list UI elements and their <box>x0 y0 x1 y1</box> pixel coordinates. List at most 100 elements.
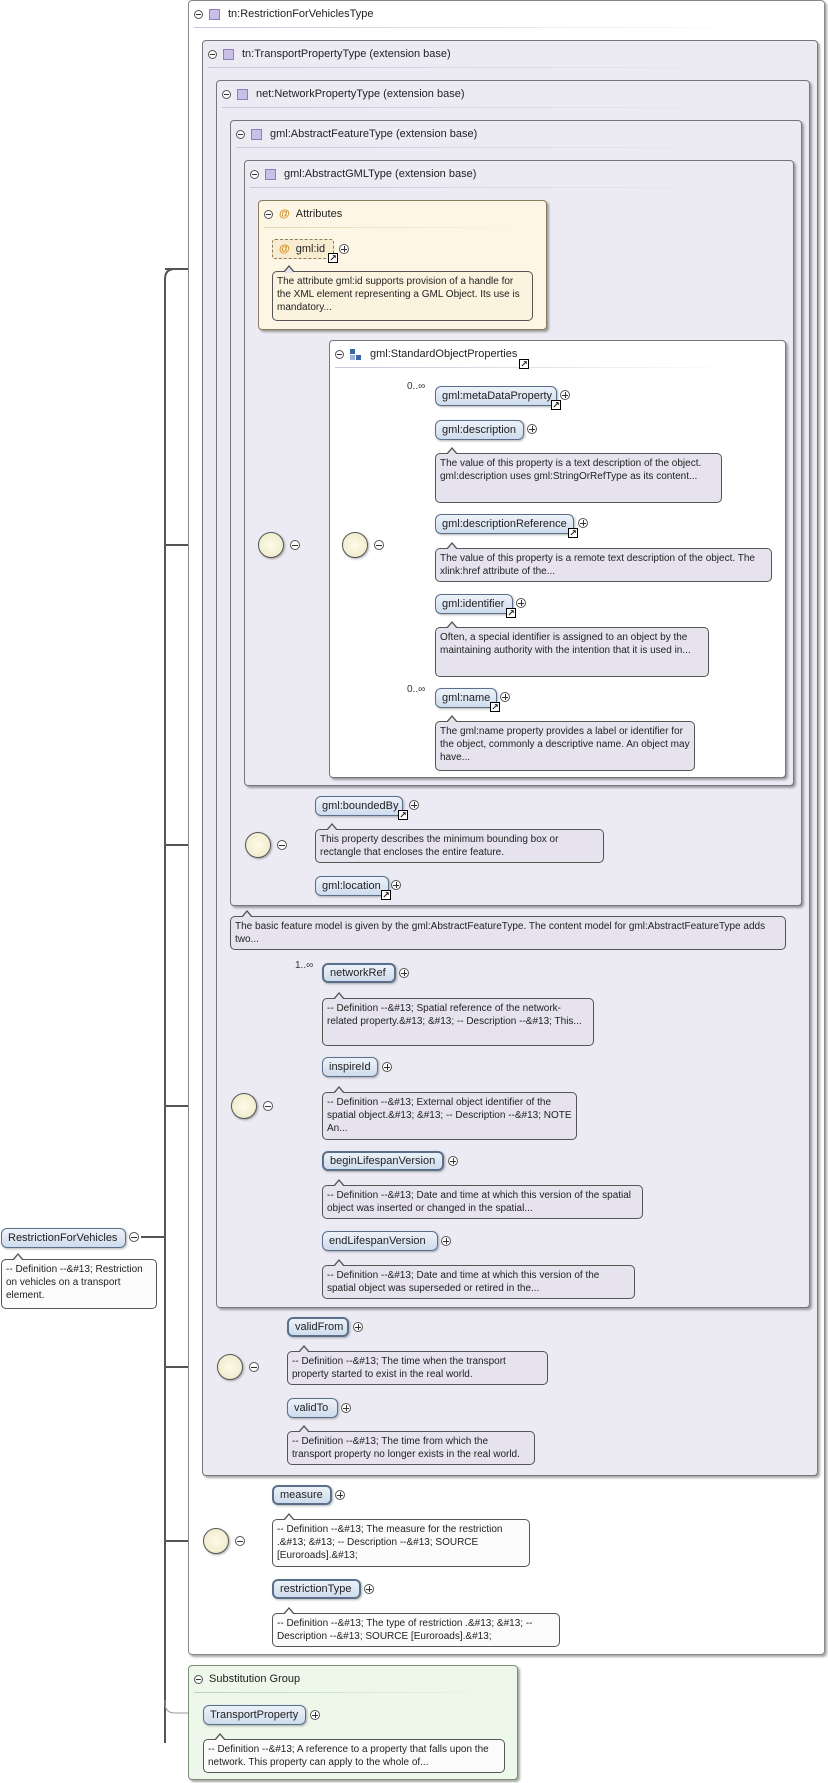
standard-object-properties-title: gml:StandardObjectProperties <box>335 346 517 362</box>
complex-type-icon <box>265 168 276 180</box>
reference-arrow-icon[interactable]: ↗ <box>490 702 500 712</box>
expand-icon[interactable] <box>399 968 409 978</box>
element-gml-description-doc: The value of this property is a text des… <box>435 447 722 503</box>
occurrence-label: 0..∞ <box>407 381 426 392</box>
collapse-icon[interactable] <box>264 209 273 219</box>
substitution-group-title: Substitution Group <box>194 1671 300 1687</box>
sequence-compositor-icon[interactable] <box>203 1528 229 1554</box>
attribute-gml-id-doc: The attribute gml:id supports provision … <box>272 265 533 321</box>
element-transport-property[interactable]: TransportProperty <box>203 1705 306 1725</box>
sequence-compositor-icon[interactable] <box>342 532 368 558</box>
reference-arrow-icon[interactable]: ↗ <box>551 400 561 410</box>
sequence-compositor-icon[interactable] <box>217 1354 243 1380</box>
sequence-collapse-icon[interactable] <box>249 1362 259 1372</box>
abstract-feature-base-label: gml:AbstractFeatureType (extension base) <box>270 128 478 140</box>
sequence-compositor-icon[interactable] <box>231 1093 257 1119</box>
expand-icon[interactable] <box>578 518 588 528</box>
element-valid-from[interactable]: validFrom <box>287 1317 349 1337</box>
reference-arrow-icon[interactable]: ↗ <box>568 528 578 538</box>
expand-icon[interactable] <box>335 1490 345 1500</box>
collapse-icon[interactable] <box>250 169 259 179</box>
complex-type-icon <box>209 8 220 20</box>
element-inspire-id[interactable]: inspireId <box>322 1057 378 1077</box>
reference-arrow-icon[interactable]: ↗ <box>398 810 408 820</box>
element-gml-name-doc: The gml:name property provides a label o… <box>435 715 695 771</box>
reference-arrow-icon[interactable]: ↗ <box>519 359 529 369</box>
element-gml-metadata-property[interactable]: gml:metaDataProperty <box>435 386 557 406</box>
element-gml-bounded-by-doc: This property describes the minimum boun… <box>315 823 604 863</box>
abstract-feature-doc: The basic feature model is given by the … <box>230 910 786 950</box>
transport-property-base-label: tn:TransportPropertyType (extension base… <box>242 48 451 60</box>
sequence-collapse-icon[interactable] <box>235 1536 245 1546</box>
sequence-compositor-icon[interactable] <box>258 532 284 558</box>
element-valid-from-doc: -- Definition --&#13; The time when the … <box>287 1345 548 1385</box>
transport-property-base-title: tn:TransportPropertyType (extension base… <box>208 46 451 62</box>
expand-icon[interactable] <box>339 244 349 254</box>
element-valid-to[interactable]: validTo <box>287 1398 338 1418</box>
element-inspire-id-doc: -- Definition --&#13; External object id… <box>322 1086 577 1140</box>
element-begin-lifespan-version[interactable]: beginLifespanVersion <box>322 1151 444 1171</box>
element-gml-name[interactable]: gml:name <box>435 688 497 708</box>
expand-icon[interactable] <box>310 1710 320 1720</box>
attributes-title: @ Attributes <box>264 206 342 222</box>
occurrence-label: 0..∞ <box>407 684 426 695</box>
expand-icon[interactable] <box>560 390 570 400</box>
abstract-gml-base-title: gml:AbstractGMLType (extension base) <box>250 166 476 182</box>
element-network-ref[interactable]: networkRef <box>322 963 396 983</box>
complex-type-icon <box>223 48 234 60</box>
collapse-icon[interactable] <box>208 49 217 59</box>
element-measure-doc: -- Definition --&#13; The measure for th… <box>272 1513 530 1567</box>
complex-type-icon <box>237 88 248 100</box>
element-restriction-type-doc: -- Definition --&#13; The type of restri… <box>272 1607 560 1647</box>
element-restriction-type[interactable]: restrictionType <box>272 1579 361 1599</box>
complex-type-title: tn:RestrictionForVehiclesType <box>194 6 374 22</box>
element-gml-identifier[interactable]: gml:identifier <box>435 594 513 614</box>
sequence-compositor-icon[interactable] <box>245 832 271 858</box>
element-gml-description-reference-doc: The value of this property is a remote t… <box>435 542 772 582</box>
expand-icon[interactable] <box>441 1236 451 1246</box>
attribute-gml-id-label: gml:id <box>295 243 326 255</box>
substitution-group-label: Substitution Group <box>209 1673 301 1685</box>
element-measure[interactable]: measure <box>272 1485 332 1505</box>
complex-type-icon <box>251 128 262 140</box>
expand-icon[interactable] <box>353 1322 363 1332</box>
network-property-base-label: net:NetworkPropertyType (extension base) <box>256 88 465 100</box>
element-valid-to-doc: -- Definition --&#13; The time from whic… <box>287 1425 535 1465</box>
attribute-at-icon: @ <box>279 243 290 255</box>
expand-icon[interactable] <box>382 1062 392 1072</box>
element-transport-property-doc: -- Definition --&#13; A reference to a p… <box>203 1733 505 1773</box>
collapse-icon[interactable] <box>194 1674 203 1684</box>
sequence-collapse-icon[interactable] <box>374 540 384 550</box>
occurrence-label: 1..∞ <box>295 960 314 971</box>
reference-arrow-icon[interactable]: ↗ <box>381 890 391 900</box>
collapse-icon[interactable] <box>194 9 203 19</box>
expand-icon[interactable] <box>391 880 401 890</box>
complex-type-label: tn:RestrictionForVehiclesType <box>228 8 374 20</box>
reference-arrow-icon[interactable]: ↗ <box>328 253 338 263</box>
sequence-collapse-icon[interactable] <box>290 540 300 550</box>
expand-icon[interactable] <box>409 800 419 810</box>
group-icon <box>350 348 363 360</box>
collapse-icon[interactable] <box>222 89 231 99</box>
expand-icon[interactable] <box>527 424 537 434</box>
root-element-restriction-for-vehicles[interactable]: RestrictionForVehicles <box>1 1228 126 1248</box>
element-gml-bounded-by[interactable]: gml:boundedBy <box>315 796 403 816</box>
expand-icon[interactable] <box>364 1584 374 1594</box>
element-gml-location[interactable]: gml:location <box>315 876 389 896</box>
sequence-collapse-icon[interactable] <box>277 840 287 850</box>
expand-icon[interactable] <box>500 692 510 702</box>
element-gml-description[interactable]: gml:description <box>435 420 524 440</box>
expand-icon[interactable] <box>516 598 526 608</box>
expand-icon[interactable] <box>448 1156 458 1166</box>
element-end-lifespan-version[interactable]: endLifespanVersion <box>322 1231 438 1251</box>
collapse-icon[interactable] <box>335 349 344 359</box>
reference-arrow-icon[interactable]: ↗ <box>506 608 516 618</box>
element-gml-description-reference[interactable]: gml:descriptionReference <box>435 514 574 534</box>
root-collapse-icon[interactable] <box>129 1232 139 1242</box>
expand-icon[interactable] <box>341 1403 351 1413</box>
attribute-gml-id[interactable]: @ gml:id <box>272 239 334 259</box>
standard-object-properties-label: gml:StandardObjectProperties <box>370 348 518 360</box>
element-begin-lifespan-version-doc: -- Definition --&#13; Date and time at w… <box>322 1179 643 1219</box>
collapse-icon[interactable] <box>236 129 245 139</box>
sequence-collapse-icon[interactable] <box>263 1101 273 1111</box>
